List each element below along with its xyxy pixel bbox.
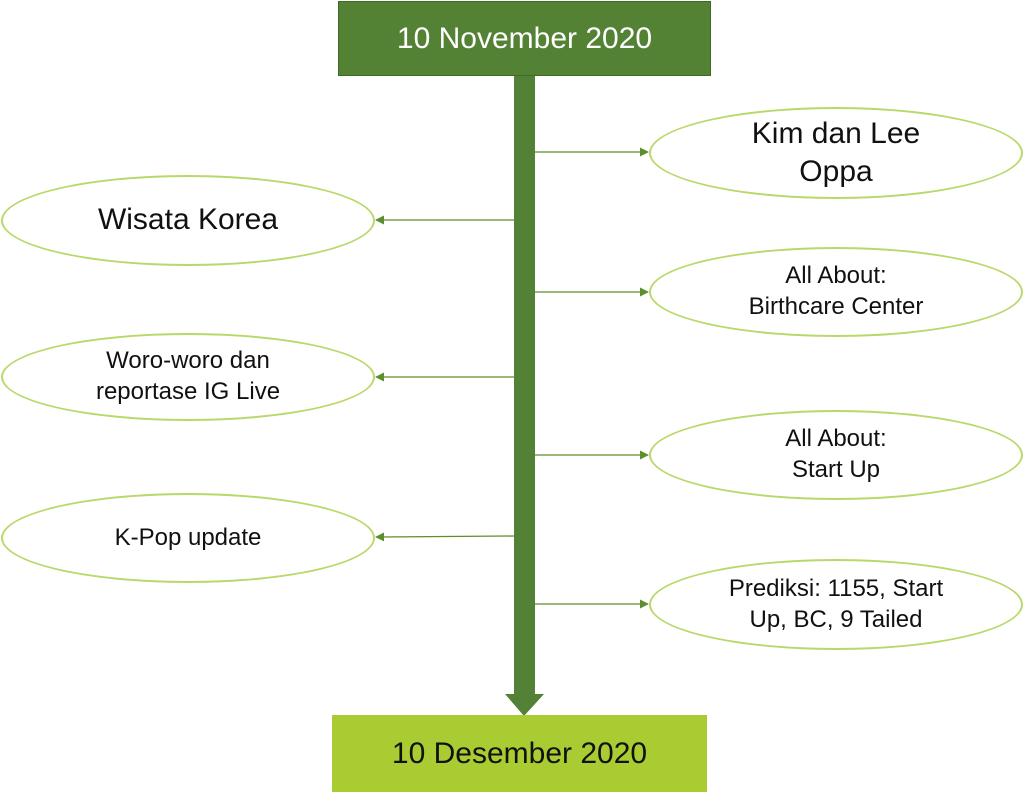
- left-bubble-2: K-Pop update: [1, 493, 375, 583]
- right-bubble-0: Kim dan Lee Oppa: [649, 107, 1023, 199]
- right-bubble-2: All About: Start Up: [649, 410, 1023, 500]
- bubble-text-line: Oppa: [799, 155, 873, 188]
- bubble-text-line: All About:: [785, 425, 887, 453]
- bubble-text-line: Start Up: [791, 456, 881, 483]
- right-bubble-1: All About: Birthcare Center: [649, 247, 1023, 337]
- start-date-box: 10 November 2020: [338, 1, 711, 76]
- bubble-text-line: All About:: [785, 262, 887, 290]
- timeline-spine: [514, 76, 535, 694]
- bubble-text-line: Wisata Korea: [97, 203, 279, 237]
- end-date-label: 10 Desember 2020: [391, 736, 648, 770]
- left-bubble-0: Wisata Korea: [1, 175, 375, 266]
- timeline-spine-arrowhead: [505, 694, 544, 716]
- bubble-text-line: K-Pop update: [114, 523, 262, 551]
- bubble-text-line: Woro-woro dan: [106, 347, 270, 375]
- right-bubble-3: Prediksi: 1155, Start Up, BC, 9 Tailed: [649, 559, 1023, 650]
- bubble-text-line: Kim dan Lee: [751, 116, 921, 150]
- connector-left-2: [375, 532, 515, 542]
- end-date-box: 10 Desember 2020: [332, 715, 707, 792]
- bubble-text-line: reportase IG Live: [95, 378, 281, 405]
- bubble-text-line: Birthcare Center: [748, 293, 924, 320]
- start-date-label: 10 November 2020: [396, 21, 653, 55]
- bubble-text-line: Up, BC, 9 Tailed: [749, 605, 923, 633]
- left-bubble-1: Woro-woro dan reportase IG Live: [1, 333, 375, 421]
- bubble-text-line: Prediksi: 1155, Start: [728, 574, 944, 602]
